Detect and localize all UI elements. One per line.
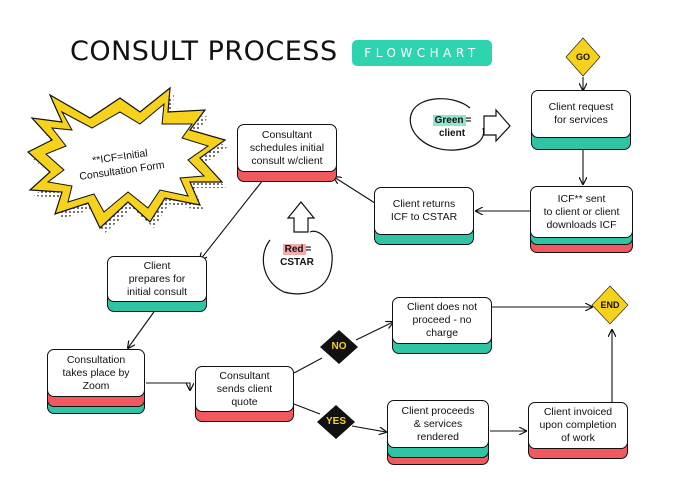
node-client-returns: Client returns ICF to CSTAR	[374, 187, 474, 245]
legend-green-meaning: client	[438, 128, 466, 139]
decision-yes-label: YES	[325, 416, 346, 427]
legend-green-word: Green	[432, 115, 466, 126]
legend-cstar-text: Red= CSTAR	[272, 243, 322, 269]
node-schedules-text: Consultant schedules initial consult w/c…	[237, 124, 337, 172]
flowchart-tag: FLOWCHART	[352, 40, 492, 66]
node-prepares-text: Client prepares for initial consult	[107, 256, 207, 302]
legend-cstar	[262, 201, 333, 295]
node-zoom-text: Consultation takes place by Zoom	[47, 349, 145, 397]
arrow-returns-to-schedules	[334, 177, 379, 206]
node-zoom: Consultation takes place by Zoom	[47, 349, 145, 414]
legend-client-text: Green= client	[422, 114, 482, 140]
decision-yes-diamond	[317, 405, 355, 439]
decision-no-diamond	[320, 330, 358, 364]
decision-no-label: NO	[331, 341, 347, 352]
page-title: CONSULT PROCESS	[70, 36, 338, 67]
arrow-prepares-to-zoom	[128, 308, 157, 348]
node-not-proceed-text: Client does not proceed - no charge	[392, 297, 492, 344]
node-client-returns-text: Client returns ICF to CSTAR	[374, 187, 474, 235]
arrow-no-to-not-proceed	[355, 322, 393, 341]
node-quote-text: Consultant sends client quote	[195, 366, 294, 412]
legend-red-meaning: CSTAR	[280, 257, 314, 268]
node-icf-sent-text: ICF** sent to client or client downloads…	[530, 186, 633, 238]
legend-red-word: Red	[282, 244, 306, 255]
arrow-quote-to-yes	[293, 403, 321, 415]
node-icf-sent: ICF** sent to client or client downloads…	[530, 186, 633, 253]
start-label: GO	[575, 52, 590, 62]
legend-client	[409, 98, 511, 151]
node-invoiced-text: Client invoiced upon completion of work	[528, 402, 628, 449]
arrow-zoom-to-quote	[146, 382, 190, 390]
arrow-quote-to-no	[293, 357, 323, 374]
arrow-yes-to-proceeds	[351, 425, 386, 432]
node-schedules: Consultant schedules initial consult w/c…	[237, 124, 337, 182]
end-diamond	[591, 285, 629, 325]
node-quote: Consultant sends client quote	[195, 366, 294, 422]
connectors	[128, 77, 612, 432]
end-label: END	[600, 300, 620, 310]
legend-red-equals: =	[305, 244, 312, 255]
start-diamond	[565, 37, 601, 77]
node-client-request-text: Client request for services	[531, 90, 631, 138]
node-proceeds: Client proceeds & services rendered	[387, 400, 489, 465]
arrow-schedules-to-prepares	[200, 179, 264, 260]
icf-note-burst	[26, 86, 229, 234]
node-invoiced: Client invoiced upon completion of work	[528, 402, 628, 459]
node-prepares: Client prepares for initial consult	[107, 256, 207, 312]
node-client-request: Client request for services	[531, 90, 631, 150]
node-not-proceed: Client does not proceed - no charge	[392, 297, 492, 354]
legend-green-equals: =	[465, 115, 472, 126]
node-proceeds-text: Client proceeds & services rendered	[387, 400, 489, 448]
